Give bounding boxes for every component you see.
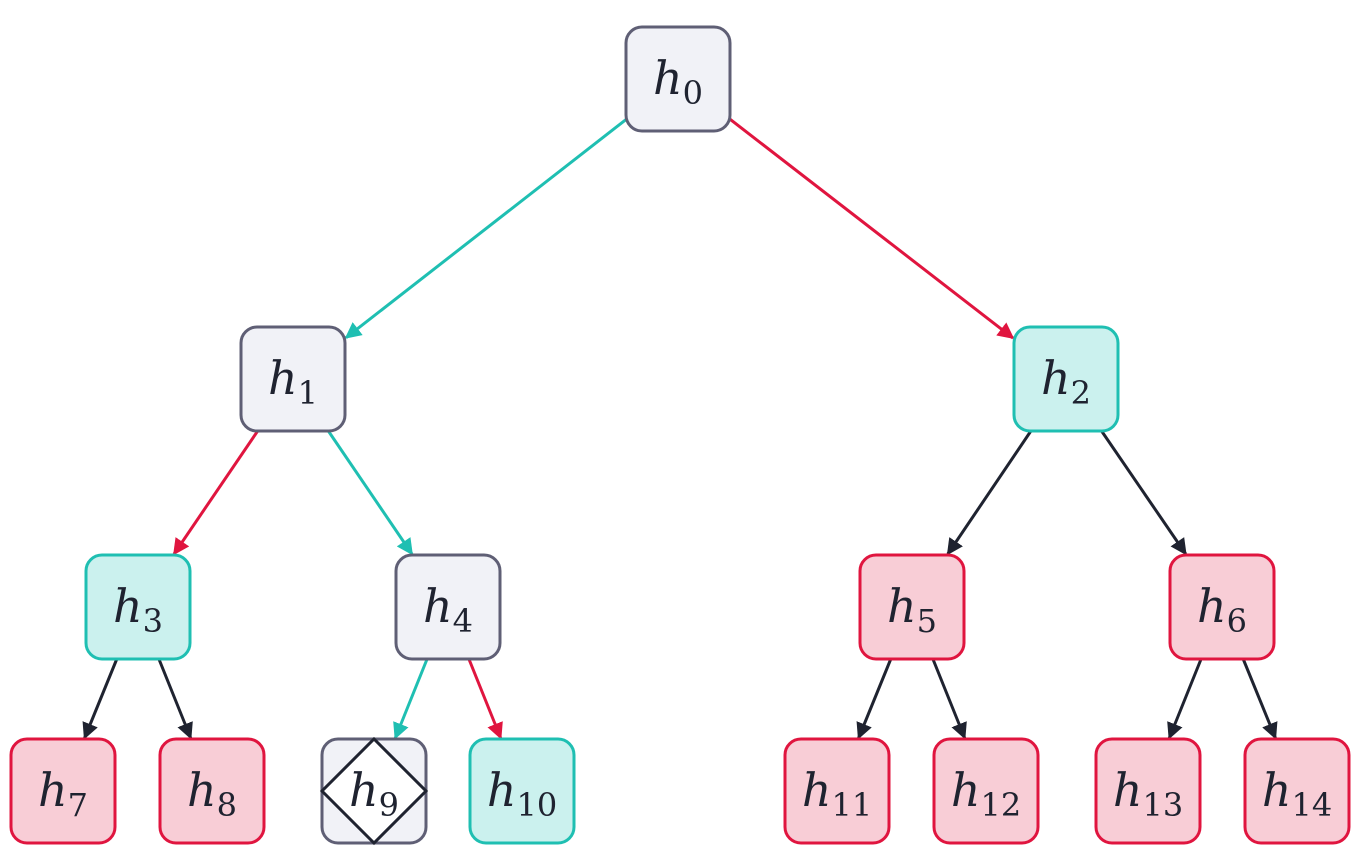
node-box-h4	[394, 553, 502, 661]
node-label-subscript: 6	[1227, 602, 1247, 640]
node-h14: h14	[1243, 737, 1351, 845]
node-label-base: h	[887, 579, 917, 633]
node-h5: h5	[858, 553, 966, 661]
node-label-h10: h10	[487, 763, 557, 824]
node-label-h0: h0	[653, 51, 703, 112]
node-label-base: h	[349, 763, 379, 817]
edge-h4-h9	[393, 658, 429, 740]
node-box-h1	[239, 325, 347, 433]
node-box-h3	[84, 553, 192, 661]
node-box-h13	[1094, 737, 1202, 845]
node-label-subscript: 11	[831, 786, 872, 824]
node-label-base: h	[487, 763, 517, 817]
node-box-h6	[1168, 553, 1276, 661]
node-label-subscript: 10	[516, 786, 557, 824]
node-box-h7	[9, 737, 117, 845]
node-h13: h13	[1094, 737, 1202, 845]
node-label-base: h	[113, 579, 143, 633]
node-label-base: h	[1197, 579, 1227, 633]
node-label-h4: h4	[423, 579, 473, 640]
edge-h2-h6	[1100, 430, 1187, 556]
node-label-base: h	[1262, 763, 1292, 817]
edges-layer	[82, 118, 1278, 740]
node-label-subscript: 3	[143, 602, 163, 640]
node-box-h5	[858, 553, 966, 661]
node-label-subscript: 9	[379, 786, 399, 824]
edge-h4-h10	[467, 658, 503, 740]
node-h7: h7	[9, 737, 117, 845]
node-box-h12	[932, 737, 1040, 845]
node-label-subscript: 1	[298, 374, 318, 412]
node-label-base: h	[802, 763, 832, 817]
node-label-h9: h9	[349, 763, 399, 824]
node-label-base: h	[1041, 351, 1071, 405]
edge-h0-h1	[344, 118, 627, 339]
node-label-subscript: 12	[980, 786, 1021, 824]
node-h12: h12	[932, 737, 1040, 845]
node-label-subscript: 14	[1291, 786, 1332, 824]
node-h4: h4	[394, 553, 502, 661]
node-box-h11	[783, 737, 891, 845]
node-label-base: h	[951, 763, 981, 817]
edge-h3-h7	[82, 658, 119, 740]
node-label-base: h	[423, 579, 453, 633]
node-h1: h1	[239, 325, 347, 433]
node-label-subscript: 0	[683, 74, 703, 112]
node-label-h2: h2	[1041, 351, 1091, 412]
node-box-h8	[158, 737, 266, 845]
node-label-h11: h11	[802, 763, 872, 824]
node-label-h13: h13	[1113, 763, 1183, 824]
node-label-h1: h1	[268, 351, 318, 412]
node-box-h14	[1243, 737, 1351, 845]
node-label-subscript: 2	[1071, 374, 1091, 412]
node-h9: h9	[319, 736, 429, 846]
node-label-subscript: 7	[68, 786, 88, 824]
node-box-h0	[624, 25, 732, 133]
node-box-h10	[468, 737, 576, 845]
node-label-subscript: 8	[217, 786, 237, 824]
node-label-h5: h5	[887, 579, 937, 640]
node-label-subscript: 13	[1142, 786, 1183, 824]
node-label-base: h	[187, 763, 217, 817]
node-label-h3: h3	[113, 579, 163, 640]
edge-h5-h11	[856, 658, 893, 740]
edge-h6-h14	[1241, 658, 1278, 740]
node-h6: h6	[1168, 553, 1276, 661]
edge-h5-h12	[931, 658, 967, 740]
node-h2: h2	[1012, 325, 1120, 433]
node-label-h14: h14	[1262, 763, 1332, 824]
node-h10: h10	[468, 737, 576, 845]
edge-h2-h5	[946, 430, 1033, 556]
node-label-h6: h6	[1197, 579, 1247, 640]
node-label-base: h	[653, 51, 683, 105]
node-label-subscript: 5	[917, 602, 937, 640]
node-h8: h8	[158, 737, 266, 845]
node-label-h7: h7	[38, 763, 88, 824]
node-label-subscript: 4	[453, 602, 473, 640]
node-h11: h11	[783, 737, 891, 845]
diamond-marker-icon	[319, 736, 429, 846]
node-label-base: h	[38, 763, 68, 817]
node-h0: h0	[624, 25, 732, 133]
edge-h1-h3	[172, 430, 259, 556]
node-label-base: h	[1113, 763, 1143, 817]
edge-h3-h8	[157, 658, 193, 740]
edge-h1-h4	[327, 430, 414, 556]
node-box-h2	[1012, 325, 1120, 433]
edge-h0-h2	[729, 118, 1015, 340]
node-label-h8: h8	[187, 763, 237, 824]
node-h3: h3	[84, 553, 192, 661]
node-label-base: h	[268, 351, 298, 405]
node-label-h12: h12	[951, 763, 1021, 824]
edge-h6-h13	[1167, 658, 1203, 740]
